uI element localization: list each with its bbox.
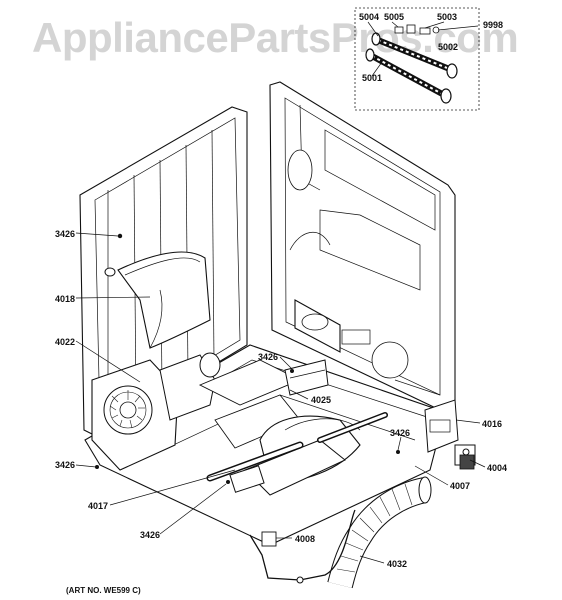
callout-4004: 4004 bbox=[487, 463, 507, 473]
callout-4007: 4007 bbox=[450, 481, 470, 491]
label-5001: 5001 bbox=[362, 73, 382, 83]
leader-lines bbox=[75, 232, 486, 564]
callout-4017: 4017 bbox=[88, 501, 108, 511]
inlet-hose-5001 bbox=[365, 48, 452, 104]
label-5003: 5003 bbox=[437, 12, 457, 22]
screws-3426 bbox=[95, 233, 400, 484]
callout-4018: 4018 bbox=[55, 294, 75, 304]
label-5004: 5004 bbox=[359, 12, 379, 22]
motor-assembly bbox=[159, 352, 302, 449]
bracket-4016 bbox=[424, 399, 459, 453]
blower-housing-4022 bbox=[91, 359, 179, 471]
callout-3426-d: 3426 bbox=[55, 460, 75, 470]
gas-line-4008 bbox=[249, 509, 356, 584]
duct-4018 bbox=[104, 251, 211, 349]
label-9998: 9998 bbox=[483, 20, 503, 30]
art-number: (ART NO. WE599 C) bbox=[66, 586, 141, 595]
fittings bbox=[394, 24, 440, 35]
inset-box: 5004 5005 5003 9998 5002 5001 bbox=[354, 7, 503, 111]
callout-4022: 4022 bbox=[55, 337, 75, 347]
callout-4032: 4032 bbox=[387, 559, 407, 569]
label-5002: 5002 bbox=[438, 42, 458, 52]
callout-4008: 4008 bbox=[295, 534, 315, 544]
callout-3426-b: 3426 bbox=[258, 352, 278, 362]
callout-4016: 4016 bbox=[482, 419, 502, 429]
exhaust-hose-4032 bbox=[327, 476, 432, 589]
watermark: AppliancePartsPros.com bbox=[32, 14, 518, 61]
rear-panel bbox=[269, 81, 456, 411]
callout-3426-c: 3426 bbox=[390, 428, 410, 438]
callout-4025: 4025 bbox=[311, 395, 331, 405]
callout-3426-a: 3426 bbox=[55, 229, 75, 239]
bracket-4025 bbox=[284, 359, 329, 396]
callout-3426-e: 3426 bbox=[140, 530, 160, 540]
label-5005: 5005 bbox=[384, 12, 404, 22]
valve-4004 bbox=[454, 444, 476, 470]
